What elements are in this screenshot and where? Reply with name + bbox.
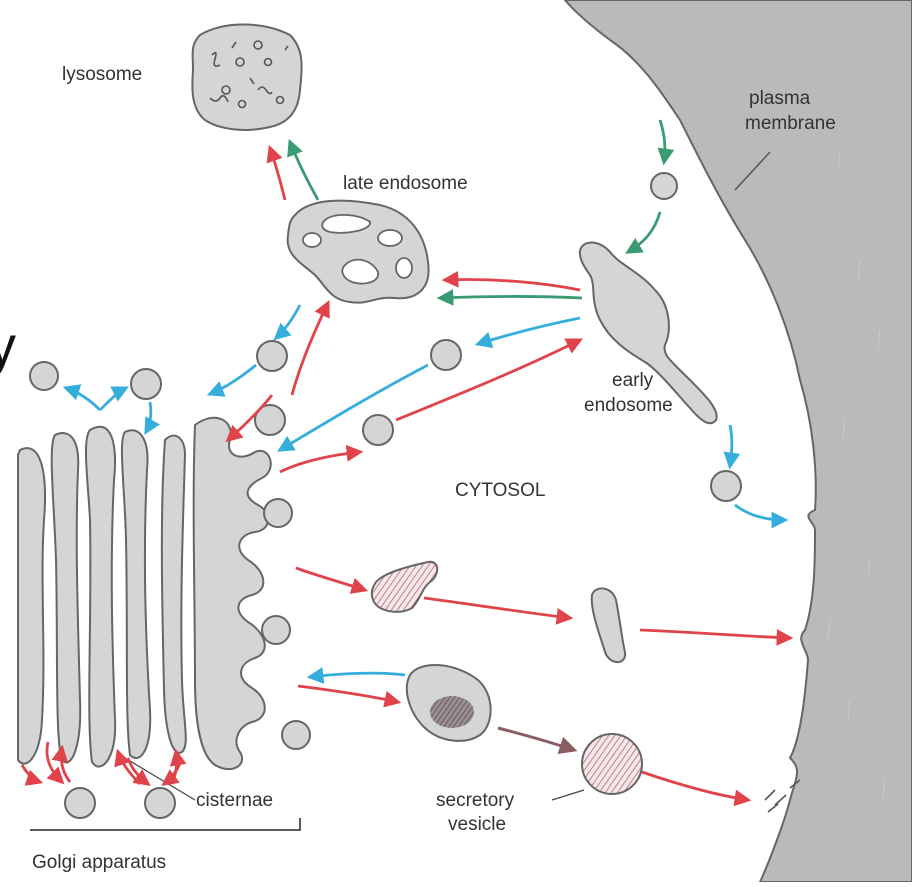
late-endosome-label: late endosome — [343, 173, 468, 195]
lysosome — [192, 24, 301, 129]
golgi-bracket — [30, 818, 300, 830]
vesicle-elongated — [592, 588, 625, 662]
vesicle — [131, 369, 161, 399]
vesicle — [431, 340, 461, 370]
early-endosome-label-line2: endosome — [584, 395, 673, 417]
golgi-apparatus-label: Golgi apparatus — [32, 852, 166, 874]
secretory-vesicle-label-line1: secretory — [436, 790, 514, 812]
plasma-membrane-label-line2: membrane — [745, 113, 836, 135]
vesicle — [257, 341, 287, 371]
vesicle — [30, 362, 58, 390]
cut-off-glyph: y — [0, 316, 16, 376]
vesicle — [711, 471, 741, 501]
vesicle — [282, 721, 310, 749]
vesicle — [264, 499, 292, 527]
vesicle — [262, 616, 290, 644]
vesicle — [145, 788, 175, 818]
vesicle — [651, 173, 677, 199]
golgi-trans-face — [194, 418, 271, 769]
cisternae-label: cisternae — [196, 790, 273, 812]
golgi-apparatus — [18, 418, 271, 769]
golgi-cisterna-4 — [122, 430, 150, 758]
golgi-cisterna-1 — [18, 448, 45, 764]
golgi-cisterna-3 — [86, 427, 115, 767]
hatched-vesicle — [372, 562, 437, 612]
early-endosome-label-line1: early — [612, 370, 653, 392]
secretory-vesicle-label-line2: vesicle — [448, 814, 506, 836]
cytosol-label: CYTOSOL — [455, 480, 545, 502]
secretory-vesicle-leader — [552, 790, 584, 800]
lysosome-label: lysosome — [62, 64, 142, 86]
granule-core — [430, 696, 474, 728]
vesicle — [363, 415, 393, 445]
plasma-membrane-label-line1: plasma — [749, 88, 810, 110]
golgi-cisterna-2 — [52, 433, 81, 762]
secretory-vesicle — [582, 734, 642, 794]
vesicle — [65, 788, 95, 818]
golgi-cisterna-5 — [162, 436, 186, 753]
brown-arrow — [498, 728, 574, 750]
